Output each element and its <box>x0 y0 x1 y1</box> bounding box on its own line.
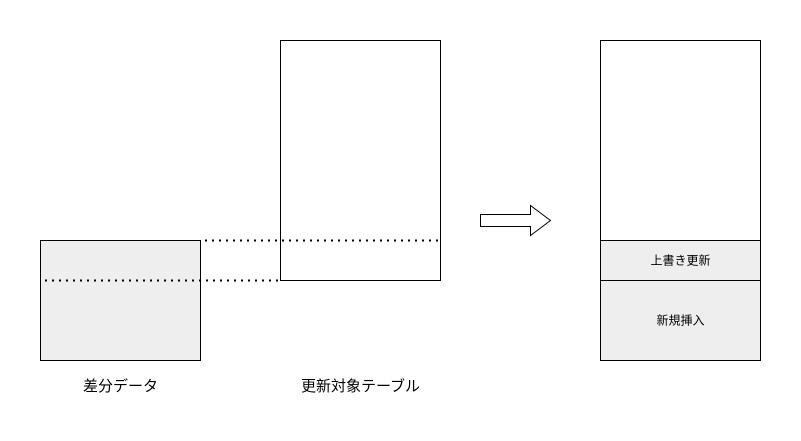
overwrite-label: 上書き更新 <box>650 253 710 268</box>
target-table-caption: 更新対象テーブル <box>301 377 420 395</box>
diff-data-box <box>40 240 201 361</box>
result-table-existing <box>600 40 761 241</box>
diff-data-caption: 差分データ <box>83 377 158 395</box>
insert-label: 新規挿入 <box>656 313 704 328</box>
result-insert-section <box>600 280 761 361</box>
target-table-box <box>280 40 441 281</box>
right-arrow-icon <box>480 204 552 237</box>
result-overwrite-section <box>600 240 761 281</box>
